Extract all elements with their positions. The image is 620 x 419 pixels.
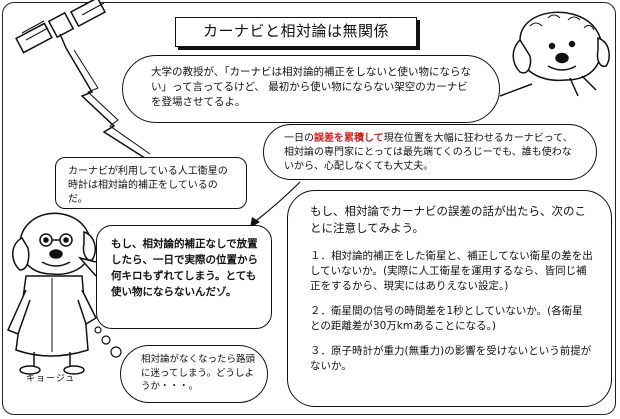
signal-lightning-icon: [65, 47, 149, 161]
professor-speech-text: 大学の教授が、「カーナビは相対論的補正をしないと使い物にならない」って言ってるけ…: [151, 66, 472, 108]
navi-error-text-before: 一日の: [284, 133, 314, 144]
kyoji-thought-text: 相対論がなくなったら路頭に迷ってしまう。どうしようか・・・。: [141, 354, 256, 392]
bubble-tail: [77, 256, 97, 277]
checklist-item: １．相対論的補正をした衛星と、補正してない衛星の差を出していないか。(実際に人工…: [310, 250, 593, 292]
navi-error-highlight: 誤差を累積して: [314, 133, 384, 144]
satellite-icon: [15, 0, 107, 54]
thought-dots-icon: [94, 326, 122, 358]
checklist-heading: もし、相対論でカーナビの誤差の話が出たら、次のことに注意してみよう。: [310, 204, 586, 235]
kyoji-speech-text: もし、相対論的補正なしで放置したら、一日で実際の位置から何キロもずれてしまう。と…: [111, 238, 258, 298]
navi-error-text-after: 現在位置を大幅に狂わせるカーナビって、相対論の専門家にとっては最先端てくのろじー…: [284, 133, 573, 172]
page-frame: [2, 2, 616, 415]
professor-speech-bubble: 大学の教授が、「カーナビは相対論的補正をしないと使い物にならない」って言ってるけ…: [122, 55, 500, 123]
checklist-item: ３．原子時計が重力(無重力)の影響を受けないという前提がないか。: [310, 345, 592, 372]
kyoji-thought-bubble: 相対論がなくなったら路頭に迷ってしまう。どうしようか・・・。: [120, 345, 268, 403]
dog-character-icon: [512, 11, 611, 97]
page-title: カーナビと相対論は無関係: [175, 17, 417, 47]
navi-error-speech-bubble: 一日の誤差を累積して現在位置を大幅に狂わせるカーナビって、相対論の専門家にとって…: [263, 124, 597, 180]
kyoji-speech-bubble: もし、相対論的補正なしで放置したら、一日で実際の位置から何キロもずれてしまう。と…: [96, 225, 272, 329]
satellite-speech-text: カーナビが利用している人工衛星の時計は相対論的補正をしているのだ。: [68, 166, 228, 205]
bubble-tail: [499, 83, 533, 97]
checklist-bubble: もし、相対論でカーナビの誤差の話が出たら、次のことに注意してみよう。 １．相対論…: [287, 190, 612, 407]
kyoji-character-icon: [6, 212, 97, 375]
character-caption: キョージュ: [26, 374, 76, 384]
checklist-item: ２．衛星間の信号の時間差を1秒としていないか。(各衛星との距離差が30万kmある…: [310, 305, 583, 332]
satellite-speech-bubble: カーナビが利用している人工衛星の時計は相対論的補正をしているのだ。: [55, 157, 247, 209]
